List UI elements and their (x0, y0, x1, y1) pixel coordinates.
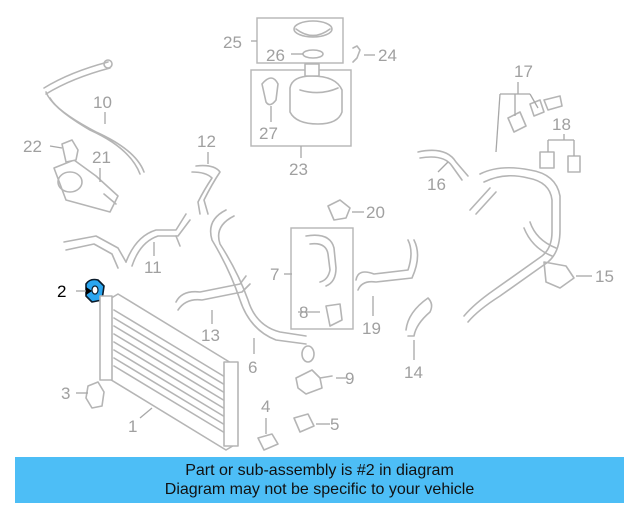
hose-part-6 (209, 209, 315, 363)
callout-21: 21 (92, 148, 111, 167)
callout-13: 13 (201, 326, 220, 345)
callout-1: 1 (128, 417, 137, 436)
callout-17: 17 (514, 62, 533, 81)
parts-diagram: 25 26 24 27 23 10 22 21 12 11 2 13 6 7 8… (23, 17, 614, 451)
hose-part-13 (175, 275, 251, 311)
fitting-part-22 (61, 139, 79, 163)
bracket-part-3 (85, 381, 105, 409)
sensor-part-4 (257, 433, 279, 451)
callout-16: 16 (427, 175, 446, 194)
callout-22: 22 (23, 137, 42, 156)
group-box-7 (290, 227, 354, 330)
sensor-part-5 (293, 413, 315, 433)
sensor-part-24 (352, 45, 361, 63)
expansion-tank-cap (293, 20, 333, 59)
connector-part-17 (507, 95, 563, 133)
connector-part-18 (539, 151, 581, 173)
fitting-part-9 (295, 369, 333, 395)
tank-hose-part-27 (261, 77, 279, 106)
callout-6: 6 (248, 358, 257, 377)
callout-24: 24 (378, 46, 397, 65)
hose-part-15 (463, 166, 575, 323)
banner-line-part: Part or sub-assembly is #2 in diagram (185, 462, 454, 479)
callout-8: 8 (299, 303, 308, 322)
banner-line-disclaimer: Diagram may not be specific to your vehi… (164, 481, 475, 498)
callout-5: 5 (330, 415, 339, 434)
fitting-part-20 (327, 199, 351, 221)
hose-part-7 (305, 234, 337, 287)
callout-18: 18 (552, 115, 571, 134)
callout-9: 9 (345, 369, 354, 388)
hose-part-8 (325, 303, 343, 327)
callout-2: 2 (57, 282, 66, 301)
callout-12: 12 (197, 132, 216, 151)
expansion-tank (289, 63, 343, 125)
coolant-flange-part-21 (53, 159, 119, 213)
hose-part-14 (405, 297, 433, 337)
callout-27: 27 (259, 124, 278, 143)
hose-part-19 (355, 239, 419, 291)
info-banner: Part or sub-assembly is #2 in diagram Di… (15, 457, 624, 503)
callout-23: 23 (289, 160, 308, 179)
leader-lines (49, 40, 592, 434)
callout-11: 11 (144, 258, 162, 277)
callout-7: 7 (270, 265, 279, 284)
callout-19: 19 (362, 319, 381, 338)
callout-20: 20 (366, 203, 385, 222)
coolant-pipe-part-10 (43, 59, 145, 175)
callout-4: 4 (261, 397, 270, 416)
callout-15: 15 (595, 267, 614, 286)
callout-10: 10 (93, 93, 112, 112)
callout-14: 14 (404, 363, 423, 382)
hose-part-12 (191, 164, 221, 215)
hose-assembly-part-11 (63, 213, 191, 269)
callout-3: 3 (61, 384, 70, 403)
callout-26: 26 (266, 46, 285, 65)
callout-25: 25 (223, 33, 242, 52)
hose-part-16 (417, 149, 469, 181)
radiator-part-1 (99, 293, 239, 451)
